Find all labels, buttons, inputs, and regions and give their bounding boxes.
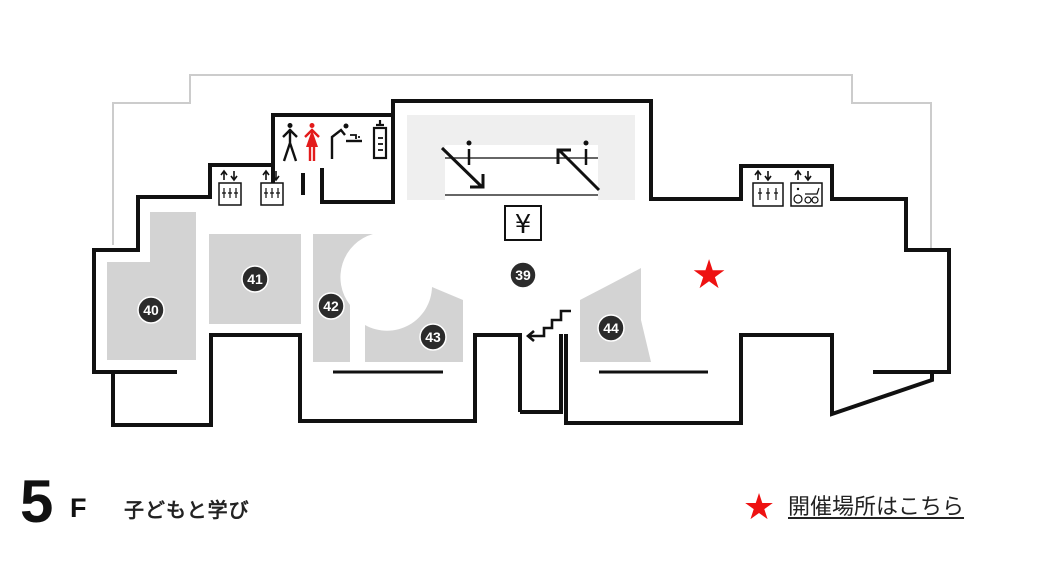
shop-40-area	[107, 212, 196, 360]
shop-43-area	[365, 287, 463, 362]
red-star-icon: ★	[691, 252, 727, 298]
red-star-icon: ★	[742, 487, 776, 528]
stairs-icon	[525, 309, 571, 342]
shop-42-area	[313, 234, 373, 362]
shop-number: 40	[143, 302, 159, 318]
wheelchair-elevator-icon	[790, 169, 823, 207]
wall-south-1	[111, 333, 522, 427]
escalator-up-icon	[556, 140, 601, 192]
shop-number: 41	[247, 271, 263, 287]
event-location-link[interactable]: 開催場所はこちら	[788, 495, 965, 520]
male-restroom-icon	[282, 123, 298, 162]
baby-bottle-icon	[372, 120, 388, 160]
shop-badge-42[interactable]: 42	[317, 292, 345, 320]
shop-number: 44	[603, 320, 619, 336]
female-restroom-icon	[304, 123, 320, 161]
floor-map: 40 41 42 43 39 44	[92, 74, 951, 427]
floor-suffix: F	[70, 493, 87, 523]
shop-number: 43	[425, 329, 441, 345]
escalator-down-icon	[440, 140, 485, 189]
yen-symbol: ¥	[515, 210, 532, 240]
legend: ★ 開催場所はこちら	[740, 490, 964, 526]
shop-badge-39[interactable]: 39	[509, 261, 537, 289]
wall-restroom-inner-2	[320, 115, 395, 204]
building-outline	[112, 74, 932, 250]
elevator-icon	[752, 169, 784, 207]
wall-west	[92, 163, 275, 374]
shop-badge-40[interactable]: 40	[137, 296, 165, 324]
elevator-icon	[260, 169, 284, 206]
shop-44-area	[580, 268, 651, 362]
elevator-icon	[218, 169, 242, 206]
wall-restroom-block	[271, 99, 951, 374]
shop-number: 39	[515, 267, 531, 283]
atm-yen-icon: ¥	[504, 205, 542, 241]
escalator-void	[407, 115, 635, 200]
shop-badge-43[interactable]: 43	[419, 323, 447, 351]
shop-badge-44[interactable]: 44	[597, 314, 625, 342]
shop-number: 42	[323, 298, 339, 314]
wall-south-2	[520, 334, 563, 414]
floor-theme: 子どもと学び	[124, 498, 250, 522]
floor-number: 5	[20, 468, 53, 535]
event-location-marker[interactable]: ★	[691, 252, 727, 298]
baby-changing-icon	[330, 123, 362, 159]
wall-south-3	[564, 333, 934, 425]
shop-badge-41[interactable]: 41	[241, 265, 269, 293]
